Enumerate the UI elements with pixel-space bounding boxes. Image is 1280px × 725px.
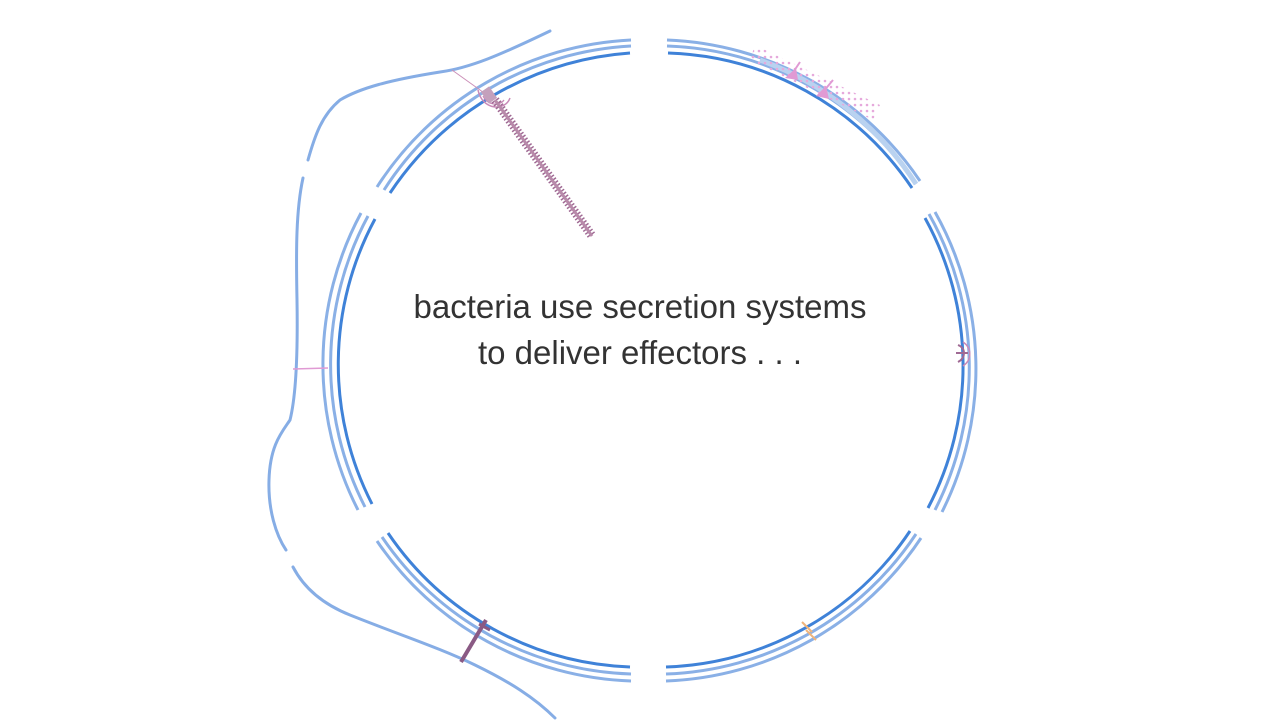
inner-membrane bbox=[336, 51, 965, 669]
middle-membrane bbox=[329, 44, 971, 676]
right-secretion-system bbox=[956, 341, 971, 367]
injectisome-needle bbox=[451, 69, 596, 239]
caption: bacteria use secretion systems to delive… bbox=[340, 284, 940, 376]
caption-line-2: to deliver effectors . . . bbox=[477, 334, 803, 371]
bacterial-envelope bbox=[321, 38, 978, 683]
orange-effector bbox=[801, 621, 817, 641]
host-cell-membrane bbox=[267, 29, 557, 720]
caption-line-1: bacteria use secretion systems bbox=[413, 288, 867, 325]
effector-band bbox=[750, 45, 880, 120]
contact-secretion-system bbox=[459, 618, 491, 664]
left-pilus bbox=[292, 367, 329, 370]
